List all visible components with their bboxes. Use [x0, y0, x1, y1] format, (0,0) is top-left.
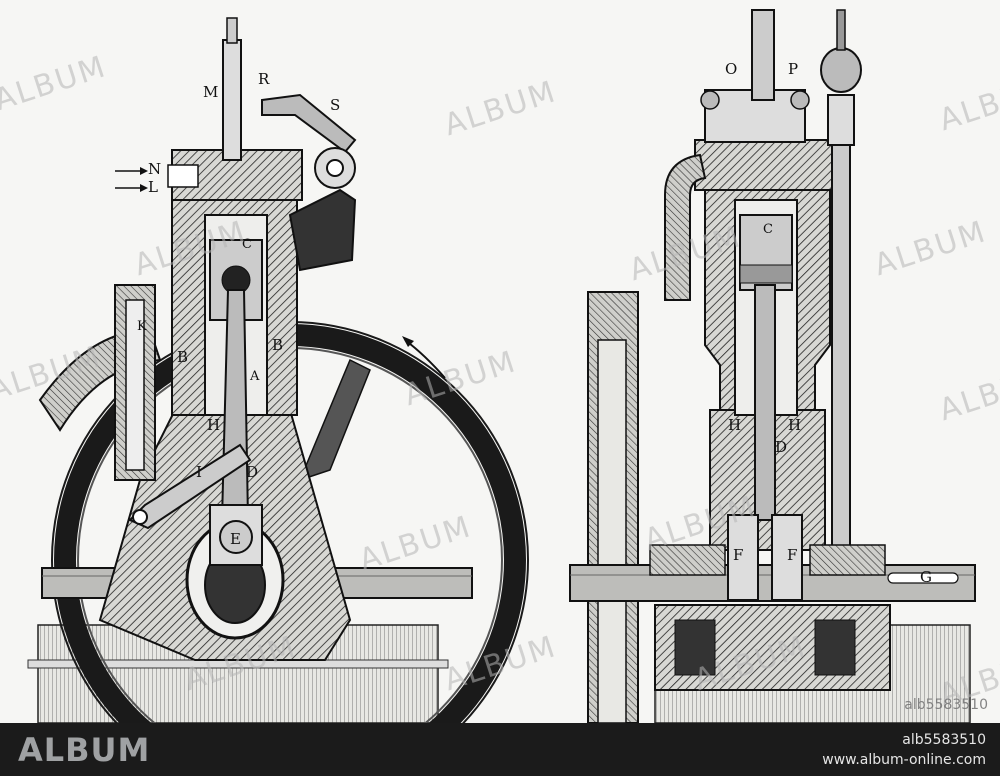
label-K: K [137, 319, 147, 334]
label-A: A [250, 369, 260, 384]
label-H-left-view: H [207, 416, 221, 434]
label-E: E [230, 530, 241, 548]
label-G: G [920, 568, 932, 586]
label-O: O [725, 60, 738, 78]
governor-rod [831, 139, 851, 571]
label-B-right: B [272, 336, 284, 354]
image-id: alb5583510 [902, 732, 986, 748]
side-section-view [27, 17, 529, 723]
site-link[interactable]: www.album-online.com [822, 752, 986, 768]
label-C-left: C [242, 237, 252, 252]
label-S: S [330, 96, 341, 114]
album-logo[interactable]: ALBUM [18, 731, 151, 769]
engine-illustration [27, 9, 976, 723]
label-P: P [788, 60, 799, 78]
front-section-view [569, 9, 976, 723]
label-I: I [196, 463, 202, 481]
label-L: L [148, 178, 158, 196]
engine-diagram: M R S N L C K B B A H I D E O P C H H D … [0, 0, 1000, 723]
label-F-left: F [733, 546, 744, 564]
label-M: M [203, 83, 219, 101]
label-H-right-right: H [788, 416, 802, 434]
connecting-rod-right [754, 284, 776, 521]
cylinder-head-right [694, 139, 846, 191]
label-D-left: D [246, 463, 259, 481]
governor [820, 47, 862, 93]
label-R: R [258, 70, 270, 88]
stock-id-watermark: alb5583510 [904, 697, 988, 713]
label-D-right: D [775, 438, 788, 456]
label-C-right: C [763, 222, 773, 237]
label-F-right: F [787, 546, 798, 564]
label-N: N [148, 160, 162, 178]
label-H-right-left: H [728, 416, 742, 434]
footer-bar: ALBUM alb5583510 www.album-online.com [0, 723, 1000, 776]
label-B-left: B [177, 348, 189, 366]
